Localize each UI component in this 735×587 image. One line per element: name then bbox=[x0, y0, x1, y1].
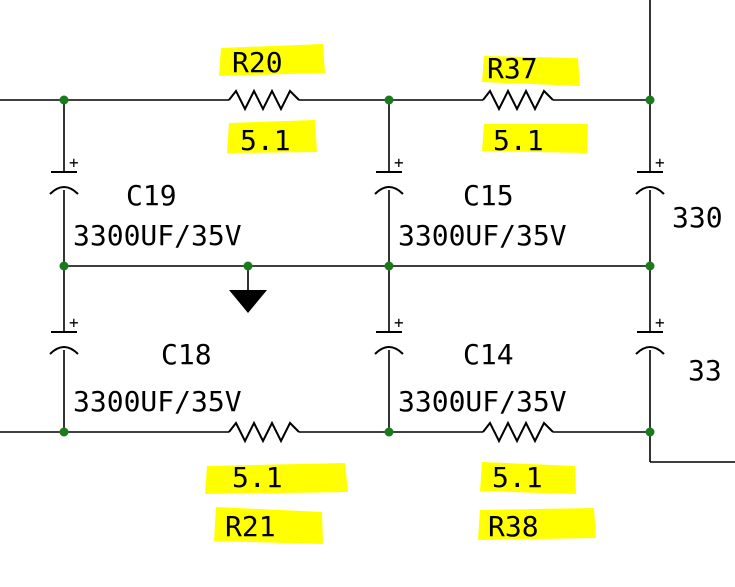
c19-value-label: 3300UF/35V bbox=[73, 219, 242, 252]
highlight-r20-ref bbox=[219, 44, 325, 76]
capacitor-right-top-symbol bbox=[635, 171, 665, 195]
capacitor-c14-symbol bbox=[374, 331, 404, 355]
polarity-mark-right-bottom: + bbox=[655, 313, 665, 332]
right-top-capacitor-value-label: 330 bbox=[672, 201, 723, 234]
r37-ref-label: R37 bbox=[487, 52, 538, 85]
c18-value-label: 3300UF/35V bbox=[73, 385, 242, 418]
highlight-r38-value bbox=[480, 462, 576, 494]
highlight-r37-ref bbox=[482, 56, 580, 86]
capacitor-c19-symbol bbox=[49, 171, 79, 195]
resistor-r38 bbox=[482, 420, 554, 444]
highlight-r20-value bbox=[227, 120, 317, 153]
r21-value-label: 5.1 bbox=[232, 461, 283, 494]
polarity-mark-c18: + bbox=[69, 313, 79, 332]
resistor-r37 bbox=[482, 88, 554, 112]
c19-ref-label: C19 bbox=[126, 179, 177, 212]
c15-ref-label: C15 bbox=[463, 179, 514, 212]
label-highlights bbox=[205, 44, 596, 544]
c14-value-label: 3300UF/35V bbox=[398, 385, 567, 418]
r20-ref-label: R20 bbox=[232, 46, 283, 79]
polarity-mark-c15: + bbox=[394, 153, 404, 172]
capacitor-c18-symbol bbox=[49, 331, 79, 355]
polarity-mark-c14: + bbox=[394, 313, 404, 332]
c14-ref-label: C14 bbox=[463, 338, 514, 371]
ground-symbol bbox=[229, 290, 267, 313]
c18-ref-label: C18 bbox=[161, 338, 212, 371]
r21-ref-label: R21 bbox=[225, 510, 276, 543]
resistor-r21 bbox=[228, 420, 300, 444]
right-bottom-capacitor-value-label: 33 bbox=[688, 354, 722, 387]
resistor-r20 bbox=[228, 88, 300, 112]
junction-nodes bbox=[59, 95, 655, 437]
highlight-r21-ref bbox=[214, 507, 323, 544]
polarity-mark-right-top: + bbox=[655, 153, 665, 172]
r38-value-label: 5.1 bbox=[492, 461, 543, 494]
highlight-r21-value bbox=[205, 463, 348, 494]
r20-value-label: 5.1 bbox=[240, 124, 291, 157]
highlight-r37-value bbox=[482, 124, 588, 153]
capacitor-right-bottom-symbol bbox=[635, 331, 665, 355]
c15-value-label: 3300UF/35V bbox=[398, 219, 567, 252]
capacitor-c15-symbol bbox=[374, 171, 404, 195]
r38-ref-label: R38 bbox=[488, 510, 539, 543]
r37-value-label: 5.1 bbox=[493, 124, 544, 157]
wires bbox=[0, 0, 735, 463]
highlight-r38-ref bbox=[478, 508, 596, 540]
polarity-mark-c19: + bbox=[69, 153, 79, 172]
